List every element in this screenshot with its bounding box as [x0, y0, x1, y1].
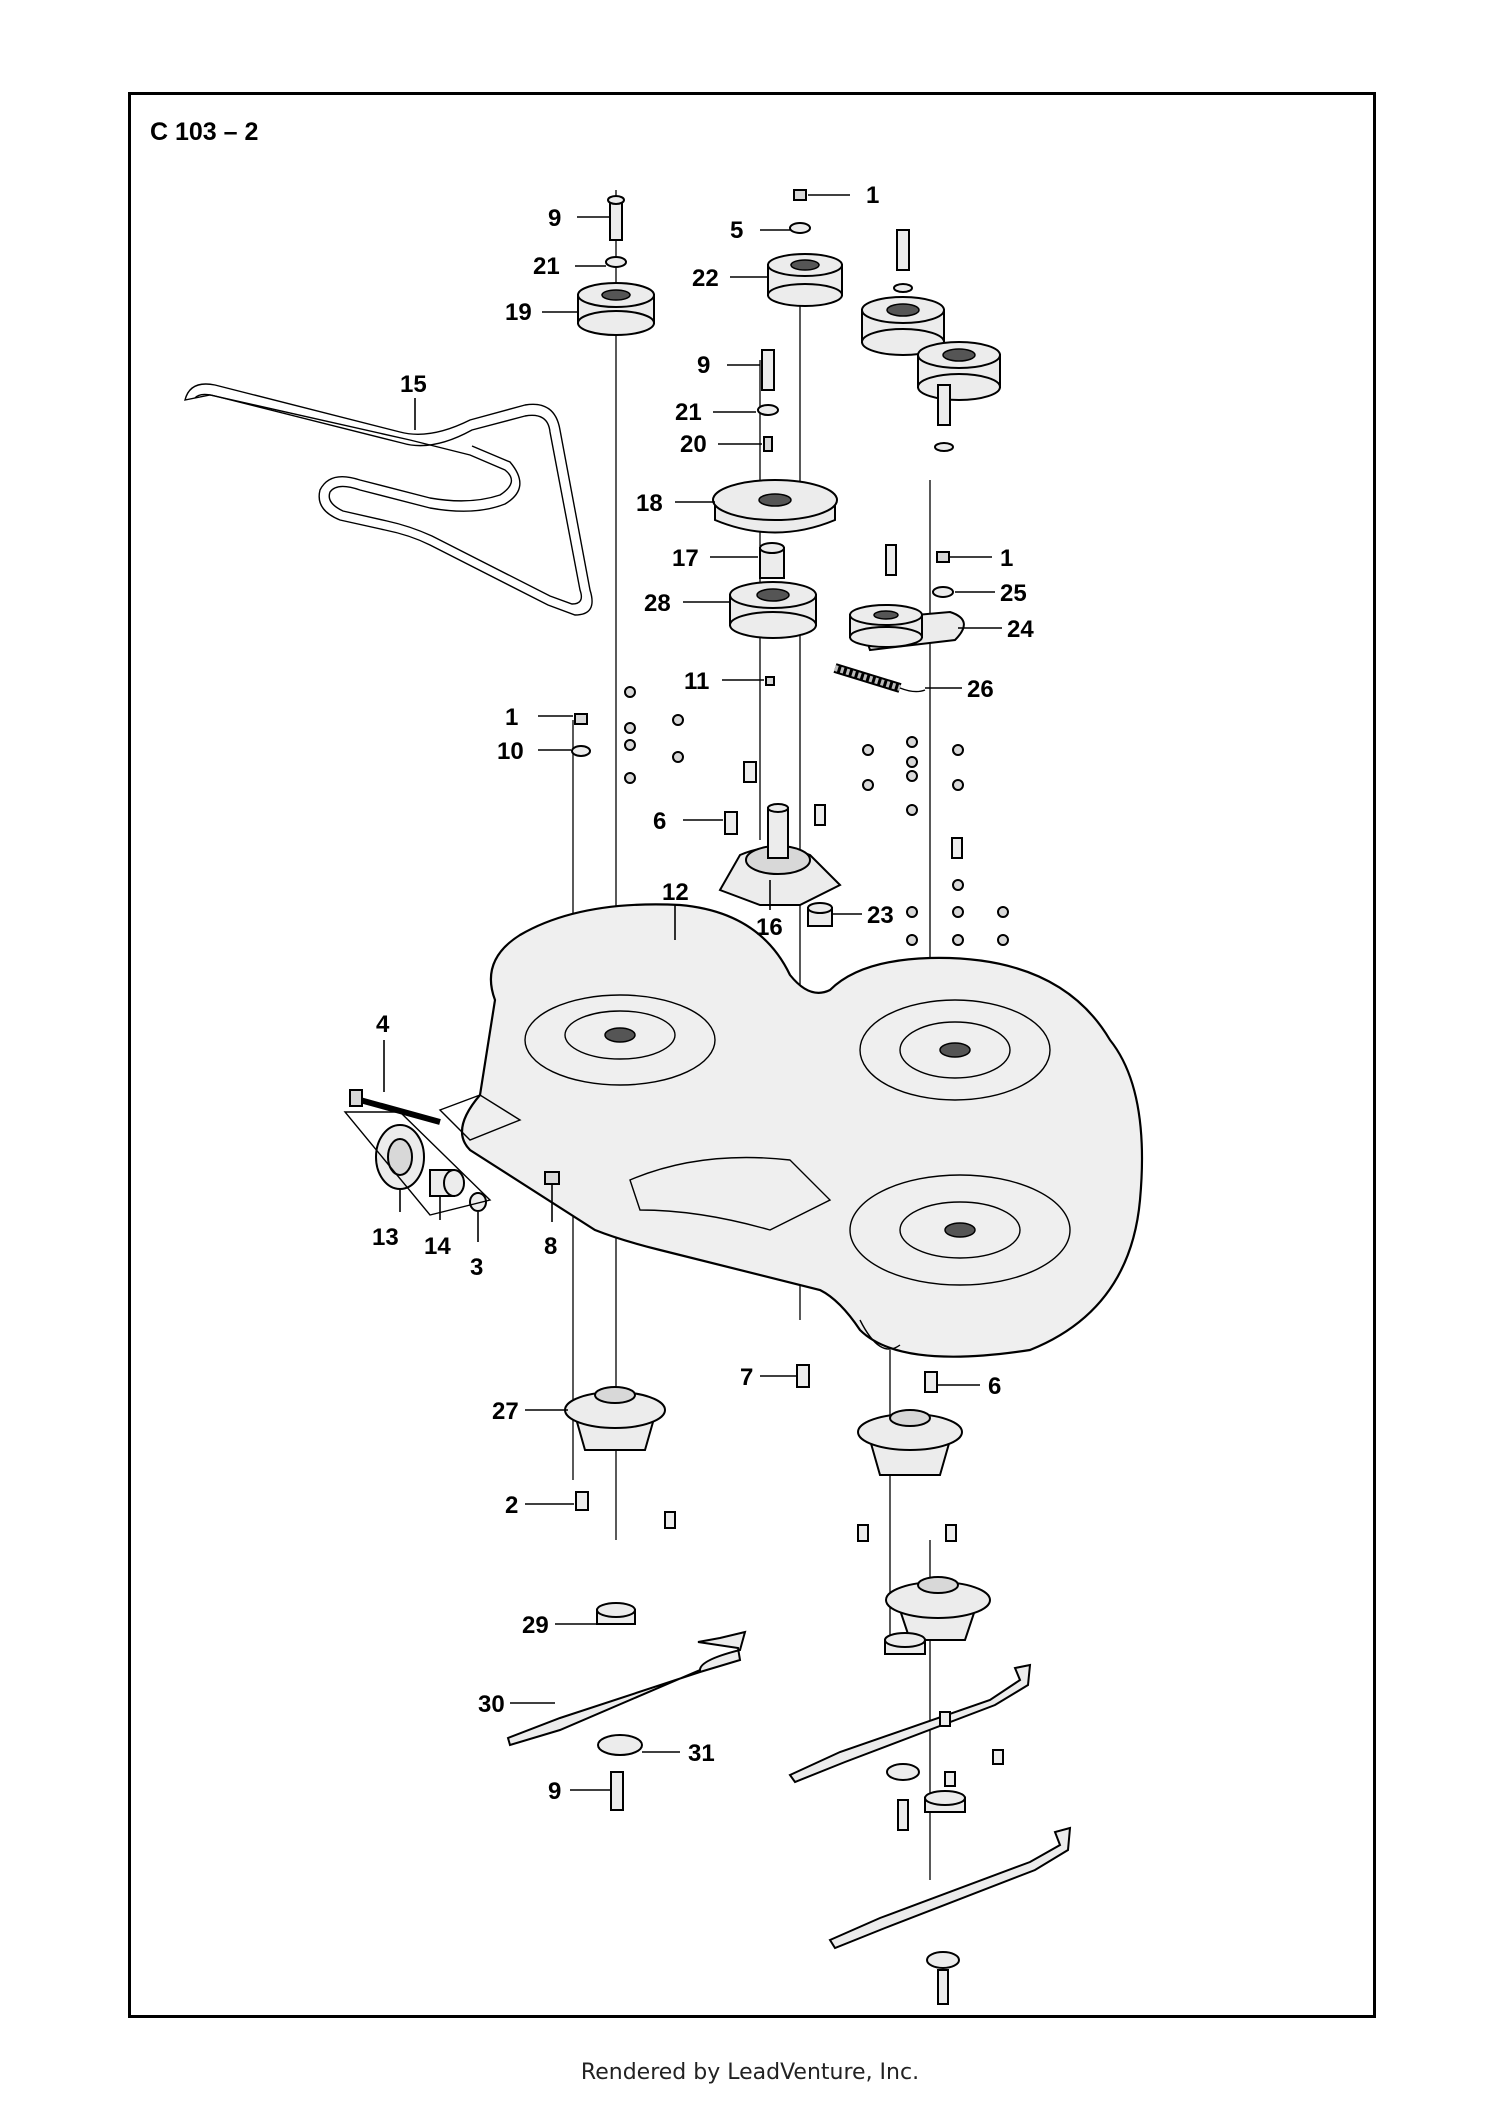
callout-17: 17 [672, 545, 699, 572]
callout-9c: 9 [548, 1778, 561, 1805]
callout-9b: 9 [697, 352, 710, 379]
callout-4: 4 [376, 1011, 390, 1038]
pulley-right-lower [917, 341, 1001, 452]
render-credit: Rendered by LeadVenture, Inc. [580, 2060, 920, 2085]
washer-25 [932, 586, 954, 598]
callout-3: 3 [470, 1254, 483, 1281]
nut-8 [544, 1171, 560, 1185]
callout-28: 28 [644, 590, 671, 617]
bolt-9c [610, 1771, 624, 1811]
callout-23: 23 [867, 902, 894, 929]
callout-1a: 1 [866, 182, 879, 209]
bolt-4 [349, 1089, 441, 1125]
washer-31 [597, 1734, 643, 1756]
wheel-kit-outline [343, 1111, 492, 1216]
callout-12: 12 [662, 879, 689, 906]
callout-6a: 6 [653, 808, 666, 835]
key-11 [765, 676, 775, 686]
callout-14: 14 [424, 1233, 451, 1260]
callout-8: 8 [544, 1233, 557, 1260]
blade-right-lower [828, 1826, 1072, 1950]
bolt-7 [796, 1364, 810, 1388]
pulley-right-upper [861, 229, 945, 356]
anti-scalp-wheel-13 [375, 1124, 425, 1190]
bolt-6a [724, 811, 738, 835]
callout-16: 16 [756, 914, 783, 941]
mower-deck-12 [438, 903, 1144, 1358]
callout-29: 29 [522, 1612, 549, 1639]
nut-1a [793, 189, 807, 201]
callout-9a: 9 [548, 205, 561, 232]
bearing-right [884, 1632, 966, 1813]
pulley-28 [729, 581, 817, 639]
callout-11: 11 [684, 668, 709, 695]
diagram-frame [128, 92, 1376, 2018]
washer-21b [757, 404, 779, 416]
lower-hardware [664, 1511, 1004, 2005]
callout-24: 24 [1007, 616, 1034, 643]
nut-1b [936, 551, 950, 563]
callout-13: 13 [372, 1224, 399, 1251]
callout-21b: 21 [675, 399, 702, 426]
washer-21a [605, 256, 627, 268]
callout-1b: 1 [1000, 545, 1013, 572]
spindle-housing-16 [718, 803, 842, 906]
callout-6b: 6 [988, 1373, 1001, 1400]
callout-21a: 21 [533, 253, 560, 280]
spacer-14 [429, 1169, 465, 1197]
bolt-2 [575, 1491, 589, 1511]
callout-26: 26 [967, 676, 994, 703]
callout-7: 7 [740, 1364, 753, 1391]
callout-30: 30 [478, 1691, 505, 1718]
nut-1c [574, 713, 588, 725]
pulley-19 [577, 282, 655, 336]
callout-leaders [383, 194, 1002, 1791]
pulley-22 [767, 253, 843, 307]
washer-5 [789, 222, 811, 234]
blade-30 [506, 1630, 747, 1747]
callout-31: 31 [688, 1740, 715, 1767]
bolt-6b [924, 1371, 938, 1393]
callout-5: 5 [730, 217, 743, 244]
bushing-23 [807, 902, 833, 927]
spindle-27 [564, 1386, 666, 1451]
callout-18: 18 [636, 490, 663, 517]
callout-20: 20 [680, 431, 707, 458]
spindle-right-upper [857, 1409, 963, 1476]
spring-26 [833, 663, 926, 693]
washer-10 [571, 745, 591, 757]
drive-belt [184, 383, 593, 616]
callout-15: 15 [400, 371, 427, 398]
callout-19: 19 [505, 299, 532, 326]
callout-27: 27 [492, 1398, 519, 1425]
bolt-9a [607, 195, 625, 241]
callout-1c: 1 [505, 704, 518, 731]
idler-pulley-24 [849, 544, 965, 652]
callout-10: 10 [497, 738, 524, 765]
washer-3 [469, 1192, 487, 1212]
spacer-17 [759, 542, 785, 579]
hardware-set [624, 686, 1009, 946]
callout-2: 2 [505, 1492, 518, 1519]
bearing-29 [596, 1602, 636, 1625]
callout-25: 25 [1000, 580, 1027, 607]
callout-numbers: 9 21 19 1 5 22 15 9 21 20 18 17 28 1 25 … [372, 182, 1034, 1805]
bolt-9b [761, 349, 775, 391]
callout-22: 22 [692, 265, 719, 292]
key-20 [763, 436, 773, 452]
pulley-18 [712, 479, 838, 534]
spindle-right-lower [885, 1576, 991, 1641]
diagram-title: C 103 – 2 [150, 118, 258, 146]
